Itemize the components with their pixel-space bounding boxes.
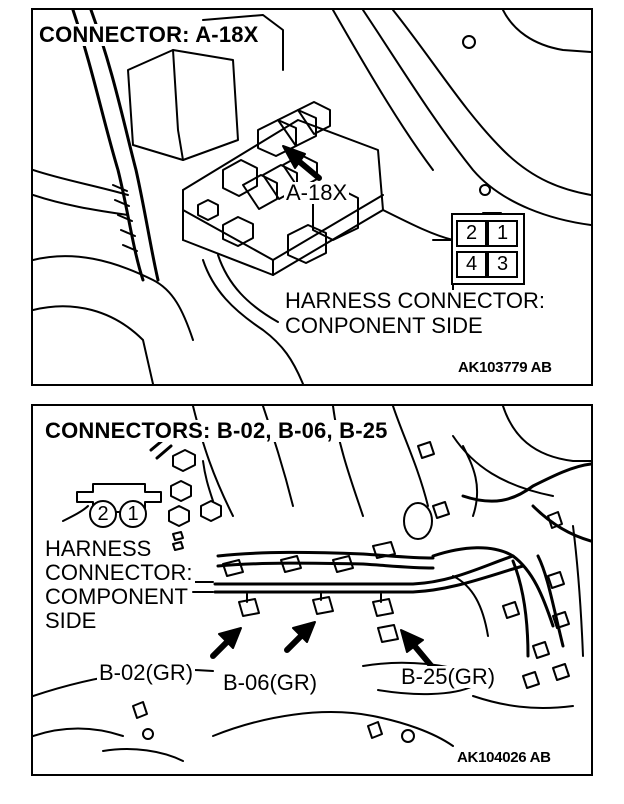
pin-2-circle: 2	[89, 500, 117, 528]
side-label: SIDE	[43, 608, 99, 633]
harness-connector-label: HARNESS CONNECTOR:	[283, 288, 547, 313]
top-figure-code: AK103779 AB	[456, 359, 554, 376]
pin-2: 2	[456, 220, 487, 247]
top-panel-title: CONNECTOR: A-18X	[37, 22, 261, 47]
pin-3: 3	[487, 251, 518, 278]
component-label: COMPONENT	[43, 584, 190, 609]
a18x-pointer-label: A-18X	[284, 180, 350, 205]
bottom-figure-code: AK104026 AB	[455, 749, 553, 766]
pin-1-circle: 1	[119, 500, 147, 528]
harness-label: HARNESS	[43, 536, 154, 561]
engine-bay-illustration-top	[33, 10, 591, 384]
component-side-label: CONPONENT SIDE	[283, 313, 485, 338]
top-diagram-panel: CONNECTOR: A-18X A-18X 2 1 4 3 HARNESS C…	[31, 8, 593, 386]
pin-4: 4	[456, 251, 487, 278]
connector-b25-label: B-25(GR)	[399, 664, 498, 689]
connector-b02-label: B-02(GR)	[97, 660, 196, 685]
connector-b06-label: B-06(GR)	[221, 670, 320, 695]
bottom-panel-title: CONNECTORS: B-02, B-06, B-25	[43, 418, 390, 443]
pin-1: 1	[487, 220, 518, 247]
connector-label: CONNECTOR:	[43, 560, 195, 585]
bottom-diagram-panel: CONNECTORS: B-02, B-06, B-25 2 1 HARNESS…	[31, 404, 593, 776]
a18x-pin-diagram: 2 1 4 3	[451, 213, 525, 285]
